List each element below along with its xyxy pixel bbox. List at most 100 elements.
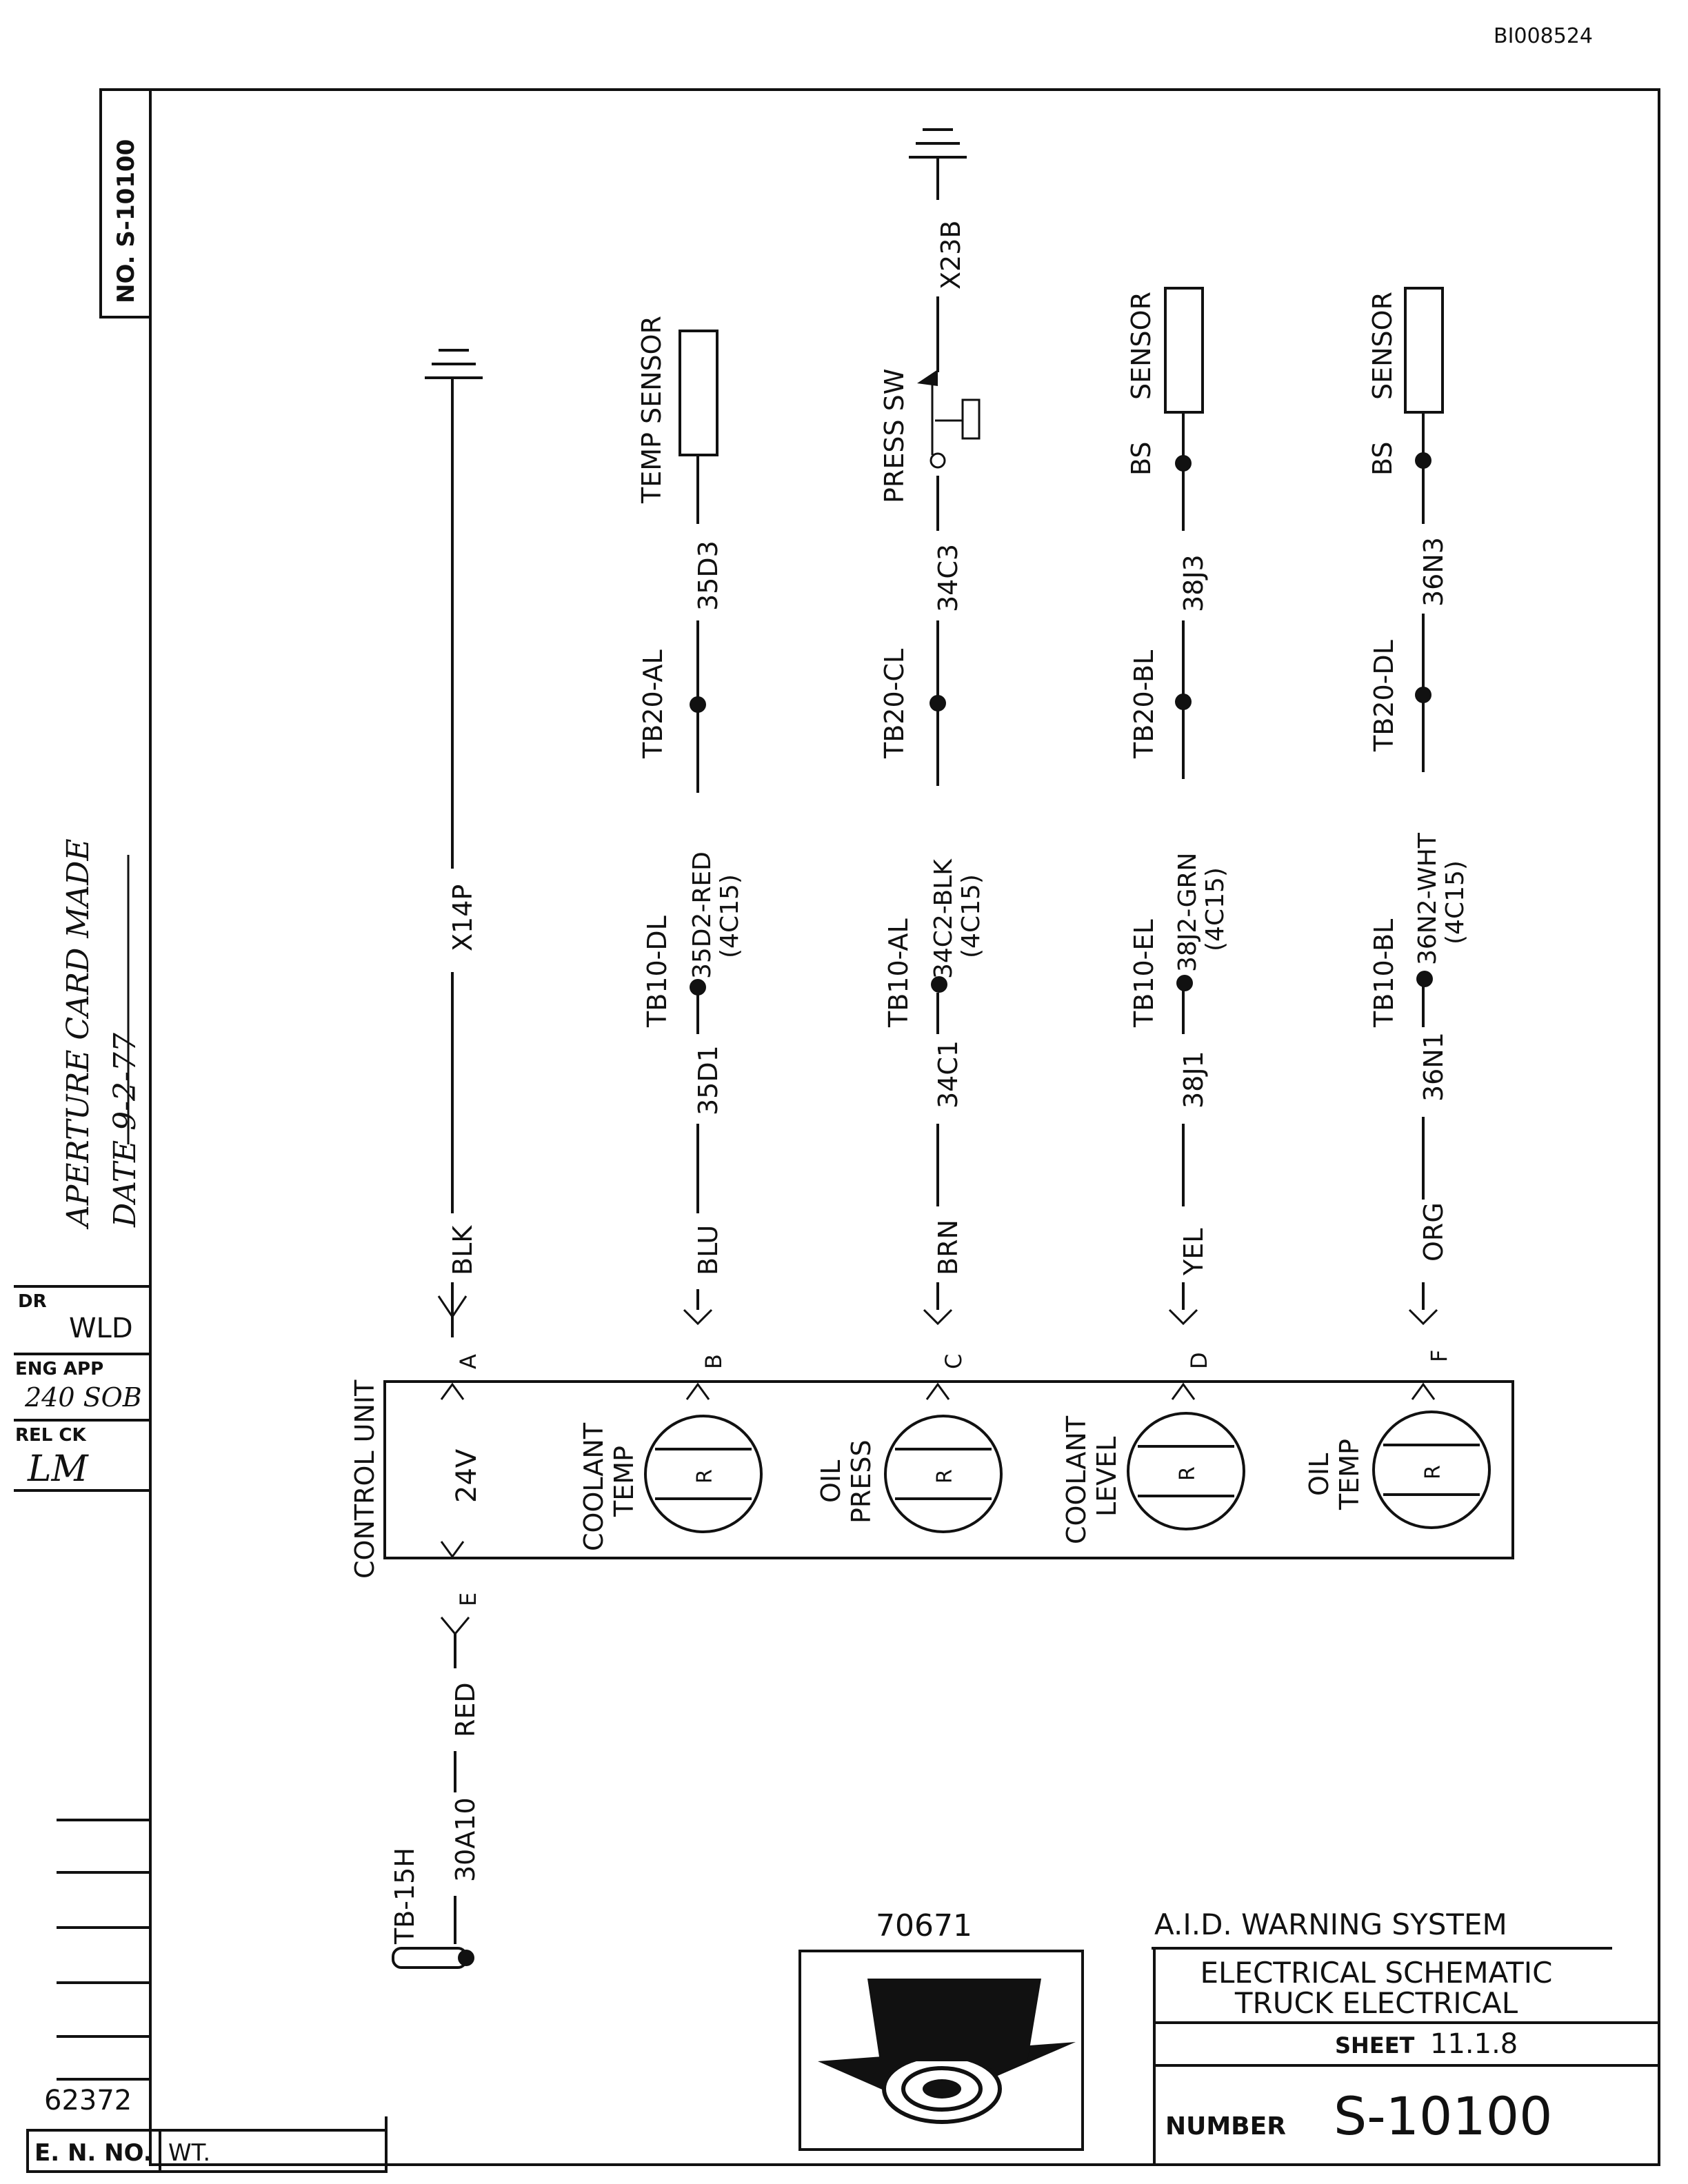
terminal-tb10-dl xyxy=(690,979,706,995)
pressure-switch-icon xyxy=(917,370,938,386)
wire-35d2-note: (4C15) xyxy=(716,874,744,958)
terminal-tb10-el xyxy=(1176,975,1193,991)
wire-36n3: 36N3 xyxy=(1418,537,1449,607)
circuit-a: X14P BLK xyxy=(425,349,483,1337)
wire-38j1: 38J1 xyxy=(1178,1051,1209,1109)
rel-ck-label: REL CK xyxy=(15,1425,86,1446)
unit-rig-logo: UNIT RIG xyxy=(539,1979,1076,2124)
temp-sensor-label: TEMP SENSOR xyxy=(636,316,667,504)
wire-34c1: 34C1 xyxy=(933,1040,963,1109)
tb20-bl-label: TB20-BL xyxy=(1129,650,1159,759)
level-sensor-body xyxy=(1164,287,1204,414)
oil-temp-sensor-body xyxy=(1404,287,1444,414)
indicator-oil-temp-line1: OIL xyxy=(1304,1453,1334,1496)
indicator-oil-press-line2: PRESS xyxy=(846,1439,876,1524)
terminal-bs-d xyxy=(1175,455,1192,472)
indicator-oil-temp-line2: TEMP xyxy=(1334,1439,1365,1510)
pin-c: C xyxy=(941,1354,967,1369)
indicator-r-2: R xyxy=(933,1469,957,1484)
rel-ck-value: LM xyxy=(27,1448,90,1490)
control-unit: CONTROL UNIT A B C D F 24V COOLANT TEMP … xyxy=(350,1350,1514,1579)
control-unit-label: CONTROL UNIT xyxy=(350,1379,380,1579)
circuit-e: E RED 30A10 TB-15H xyxy=(390,1593,481,1969)
indicator-coolant-temp-line2: TEMP xyxy=(609,1446,639,1517)
en-number-block: 62372 E. N. NO. WT. xyxy=(26,2085,388,2173)
bs-label-f: BS xyxy=(1367,441,1398,476)
indicator-coolant-level-line2: LEVEL xyxy=(1092,1437,1122,1517)
document-id: BI008524 xyxy=(1494,24,1593,48)
dr-value: WLD xyxy=(69,1313,133,1344)
terminal-tb20-cl xyxy=(930,695,946,711)
connector-b-icon xyxy=(683,1308,713,1326)
pin-a: A xyxy=(455,1354,481,1369)
bs-label-d: BS xyxy=(1126,441,1156,476)
indicator-coolant-level-line1: COOLANT xyxy=(1061,1415,1092,1544)
number-label: NUMBER xyxy=(1165,2112,1286,2141)
eng-app-label: ENG APP xyxy=(15,1359,103,1379)
number-value: S-10100 xyxy=(1334,2085,1552,2147)
weight-label: WT. xyxy=(168,2139,210,2167)
circuit-c: X23B PRESS SW 34C3 TB20-CL 34C2-BLK (4C1… xyxy=(879,128,985,1326)
wire-color-yel: YEL xyxy=(1178,1228,1209,1276)
sheet-value: 11.1.8 xyxy=(1430,2028,1518,2060)
drawing-number-text: NO. S-10100 xyxy=(112,139,140,303)
title-line2: TRUCK ELECTRICAL xyxy=(1234,1986,1518,2020)
indicator-oil-press-line1: OIL xyxy=(816,1460,846,1503)
indicator-lamp-oil-press xyxy=(884,1415,1003,1533)
indicator-r-3: R xyxy=(1176,1466,1200,1481)
wire-34c2-note: (4C15) xyxy=(957,874,985,958)
aperture-card-label: APERTURE CARD MADE xyxy=(61,838,96,1230)
press-sw-label: PRESS SW xyxy=(879,369,910,503)
connector-e-icon xyxy=(440,1617,470,1636)
dr-label: DR xyxy=(18,1291,47,1312)
tb10-el-label: TB10-EL xyxy=(1129,919,1159,1028)
en-number-value: 62372 xyxy=(44,2085,132,2116)
wire-36n2-wht: 36N2-WHT xyxy=(1414,832,1442,965)
voltage-label: 24V xyxy=(451,1448,483,1503)
connector-c-icon xyxy=(923,1308,953,1326)
tb20-cl-label: TB20-CL xyxy=(879,649,910,759)
sheet-label: SHEET xyxy=(1335,2032,1415,2059)
drawing-frame xyxy=(149,88,1660,2166)
connector-f-icon xyxy=(1408,1308,1438,1326)
revision-lines xyxy=(57,1819,150,2081)
logo-box xyxy=(798,1950,1084,2151)
wire-34c3: 34C3 xyxy=(933,544,963,612)
wire-38j2-note: (4C15) xyxy=(1201,867,1229,951)
circuit-f: SENSOR BS 36N3 TB20-DL 36N2-WHT (4C15) T… xyxy=(1367,287,1470,1326)
tb-15h-label: TB-15H xyxy=(390,1848,420,1945)
drawing-number-box: NO. S-10100 xyxy=(99,88,152,318)
system-name: A.I.D. WARNING SYSTEM xyxy=(1154,1908,1507,1941)
circuit-d: SENSOR BS 38J3 TB20-BL 38J2-GRN (4C15) T… xyxy=(1126,287,1230,1326)
wire-38j3: 38J3 xyxy=(1178,554,1209,612)
indicator-coolant-temp-line1: COOLANT xyxy=(579,1422,609,1551)
connector-d-icon xyxy=(1168,1308,1198,1326)
indicator-r-1: R xyxy=(693,1469,717,1484)
wire-color-org: ORG xyxy=(1418,1202,1449,1262)
title-line1: ELECTRICAL SCHEMATIC xyxy=(1200,1956,1552,1990)
control-unit-box xyxy=(383,1380,1514,1559)
wire-color-blu: BLU xyxy=(693,1225,723,1275)
pin-e: E xyxy=(455,1593,481,1606)
pin-d: D xyxy=(1186,1352,1212,1369)
wire-35d2-red: 35D2-RED xyxy=(688,851,716,979)
eng-app-value: 240 SOB xyxy=(24,1382,142,1413)
wire-35d1: 35D1 xyxy=(693,1045,723,1115)
terminal-tb20-dl xyxy=(1415,687,1431,703)
aperture-card-stamp: APERTURE CARD MADE DATE 9-2-77 xyxy=(61,838,143,1230)
tb20-dl-label: TB20-DL xyxy=(1369,640,1399,752)
en-number-label: E. N. NO. xyxy=(34,2139,152,2167)
terminal-tb10-al xyxy=(931,976,947,993)
wire-x14p: X14P xyxy=(448,884,478,951)
tb20-al-label: TB20-AL xyxy=(638,649,668,759)
wire-36n2-note: (4C15) xyxy=(1441,860,1469,944)
logo-text: UNIT RIG xyxy=(539,1988,803,2048)
terminal-bs-f xyxy=(1415,452,1431,469)
temp-sensor-body xyxy=(679,330,719,456)
circuit-b: TEMP SENSOR 35D3 TB20-AL 35D2-RED (4C15)… xyxy=(636,316,744,1326)
indicator-lamp-coolant-temp xyxy=(644,1415,763,1533)
terminal-tb10-bl xyxy=(1416,971,1433,987)
title-block: 70671 UNIT RIG A.I.D. WARNING SYSTEM ELE… xyxy=(539,1908,1659,2165)
wire-34c2-blk: 34C2-BLK xyxy=(930,858,958,979)
